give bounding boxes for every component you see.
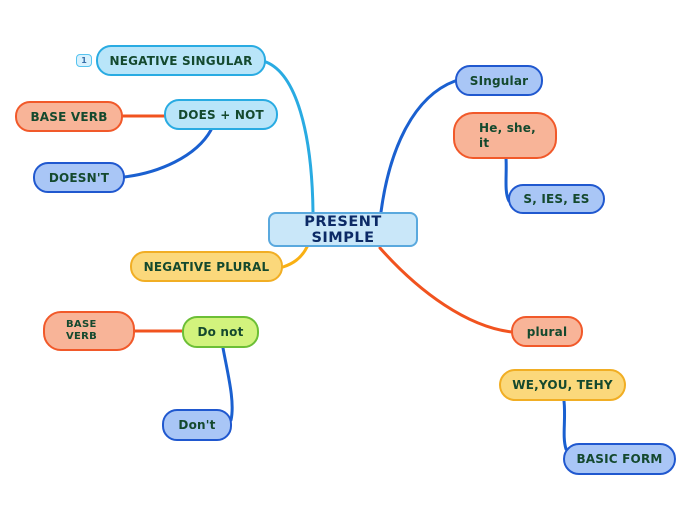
topic-label: plural bbox=[526, 324, 568, 339]
topic-negative-plural[interactable]: NEGATIVE PLURAL bbox=[130, 251, 283, 282]
edge-we-you-tehy-basic-form bbox=[562, 399, 568, 451]
topic-label-line2: VERB bbox=[66, 331, 98, 342]
topic-singular[interactable]: SIngular bbox=[455, 65, 543, 96]
topic-basic-form[interactable]: BASIC FORM bbox=[563, 443, 676, 475]
topic-label-line1: BASE bbox=[66, 319, 97, 330]
topic-label: WE,YOU, TEHY bbox=[512, 378, 613, 392]
topic-label: BASE VERB bbox=[30, 109, 108, 124]
edge-center-plural bbox=[378, 246, 514, 334]
topic-base-verb-bottom[interactable]: BASE VERB bbox=[43, 311, 135, 351]
topic-label: DOESN'T bbox=[48, 170, 110, 185]
topic-label: SIngular bbox=[469, 73, 529, 88]
topic-dont[interactable]: Don't bbox=[162, 409, 232, 441]
topic-label: Do not bbox=[197, 325, 244, 339]
topic-s-ies-es[interactable]: S, IES, ES bbox=[508, 184, 605, 214]
topic-plural[interactable]: plural bbox=[511, 316, 583, 347]
topic-does-not[interactable]: DOES + NOT bbox=[164, 99, 278, 130]
topic-label: BASIC FORM bbox=[576, 452, 663, 466]
edge-does-not-doesnt bbox=[122, 128, 213, 179]
topic-present-simple[interactable]: PRESENT SIMPLE bbox=[268, 212, 418, 247]
edge-center-negative-plural bbox=[281, 245, 309, 269]
topic-number-badge: 1 bbox=[76, 54, 92, 67]
topic-we-you-tehy[interactable]: WE,YOU, TEHY bbox=[499, 369, 626, 401]
topic-number-label: 1 bbox=[81, 56, 87, 65]
topic-label: NEGATIVE SINGULAR bbox=[109, 53, 253, 68]
topic-he-she-it[interactable]: He, she, it bbox=[453, 112, 557, 159]
topic-label-line2: it bbox=[479, 135, 490, 150]
edge-do-not-dont bbox=[221, 346, 234, 422]
edge-center-negative-singular bbox=[264, 60, 315, 214]
topic-doesnt[interactable]: DOESN'T bbox=[33, 162, 125, 193]
topic-label: DOES + NOT bbox=[178, 107, 264, 122]
topic-label: PRESENT SIMPLE bbox=[304, 213, 382, 246]
edge-he-she-it-s-ies-es bbox=[504, 156, 511, 203]
topic-do-not[interactable]: Do not bbox=[182, 316, 259, 348]
topic-negative-singular[interactable]: NEGATIVE SINGULAR bbox=[96, 45, 266, 76]
topic-label: NEGATIVE PLURAL bbox=[143, 259, 270, 274]
topic-base-verb-top[interactable]: BASE VERB bbox=[15, 101, 123, 132]
edge-center-singular bbox=[379, 79, 457, 214]
topic-label: S, IES, ES bbox=[523, 192, 590, 206]
topic-label-line1: He, she, bbox=[479, 120, 536, 135]
topic-label: Don't bbox=[178, 418, 216, 432]
